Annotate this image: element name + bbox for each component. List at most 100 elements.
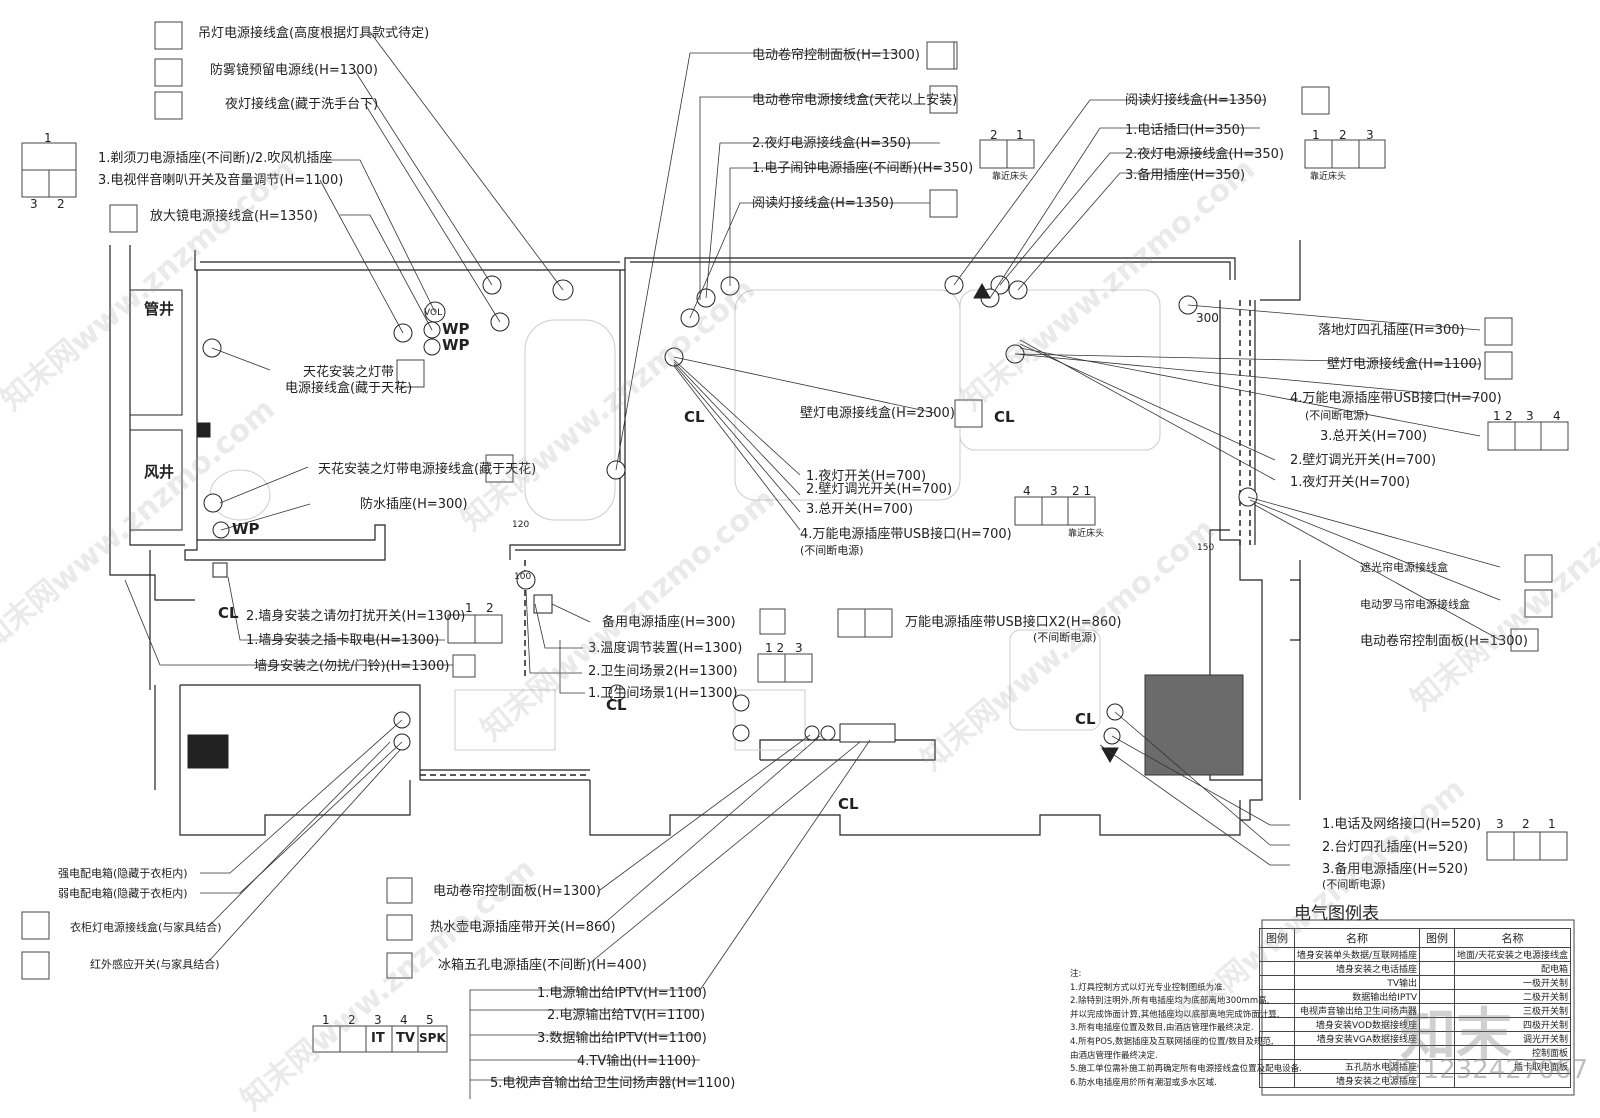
walls: [109, 240, 1301, 836]
label-desk-lamp-socket: 2.台灯四孔插座(H=520): [1322, 840, 1469, 855]
brand-watermark: 知末: [1400, 1003, 1512, 1068]
label-wall-lamp-box-2300: 壁灯电源接线盒(H=2300): [800, 406, 955, 421]
center-panel-num-4: 4: [1023, 484, 1031, 498]
legend-row: 墙身安装之电话插座配电箱: [1259, 961, 1572, 976]
desk-panel-num-1: 1: [1548, 817, 1556, 831]
cl-mark-4: CL: [606, 696, 627, 714]
label-thermostat: 3.温度调节装置(H=1300): [588, 641, 743, 656]
label-ups-x2: (不间断电源): [1033, 631, 1097, 644]
tv-panel-code-spk: SPK: [419, 1031, 446, 1045]
wp-mark-1: WP: [442, 320, 470, 338]
label-tv-output: 4.TV输出(H=1100): [577, 1054, 697, 1069]
label-ceiling-light-strip-box-2: 天花安装之灯带电源接线盒(藏于天花): [318, 462, 537, 477]
label-keycard-switch: 1.墙身安装之插卡取电(H=1300): [246, 633, 440, 648]
label-shaver-socket: 1.剃须刀电源插座(不间断)/2.吹风机插座: [98, 151, 333, 166]
label-spare-socket-520: 3.备用电源插座(H=520): [1322, 862, 1469, 877]
label-rolling-curtain-panel-right: 电动卷帘控制面板(H=1300): [1360, 634, 1528, 649]
center-bedside-note: 靠近床头: [1068, 529, 1105, 539]
thermo-panel-num-3: 3: [795, 641, 803, 655]
tv-panel-num-3: 3: [374, 1013, 382, 1027]
tv-panel-code-it: IT: [371, 1031, 385, 1046]
air-shaft-label: 风井: [144, 463, 175, 481]
right-panel-num-2: 2: [1505, 409, 1513, 423]
label-wall-lamp-box: 壁灯电源接线盒(H=1100): [1327, 357, 1482, 372]
label-master-switch-right: 3.总开关(H=700): [1320, 429, 1428, 444]
cl-mark-3: CL: [218, 604, 239, 622]
label-iptv-power: 1.电源输出给IPTV(H=1100): [537, 986, 707, 1001]
shaver-panel-num-3: 3: [30, 197, 38, 211]
image-code: ID:1232427067: [1386, 1055, 1588, 1085]
legend-row: 墙身安装VOD数据接线座四极开关制: [1259, 1017, 1572, 1032]
label-bath-scene-1: 1.卫生间场景1(H=1300): [588, 686, 738, 701]
vol-mark: VOL: [424, 308, 443, 318]
tv-panel-num-2: 2: [348, 1013, 356, 1027]
legend-title: 电气图例表: [1294, 904, 1379, 924]
label-magnifier-box: 放大镜电源接线盒(H=1350): [150, 209, 318, 224]
dim-100: 100: [514, 572, 532, 582]
label-floor-lamp-socket: 落地灯四孔插座(H=300): [1318, 323, 1465, 338]
label-strong-electric-box: 强电配电箱(隐藏于衣柜内): [58, 867, 188, 880]
bedside-left-num-2: 2: [990, 128, 998, 142]
right-panel-num-3: 3: [1526, 409, 1534, 423]
label-ups-520: (不间断电源): [1322, 878, 1386, 891]
legend-row: 五孔防水电源插座插卡取电面板: [1259, 1059, 1572, 1074]
label-master-switch-center: 3.总开关(H=700): [806, 502, 914, 517]
wp-mark-2: WP: [442, 336, 470, 354]
label-reading-light-box: 阅读灯接线盒(H=1350): [752, 196, 894, 211]
tv-panel-num-1: 1: [322, 1013, 330, 1027]
bedside-left-num-1: 1: [1016, 128, 1024, 142]
desk-panel-num-2: 2: [1522, 817, 1530, 831]
label-antifog-mirror: 防雾镜预留电源线(H=1300): [210, 63, 378, 78]
label-ceiling-light-strip: 天花安装之灯带: [303, 365, 395, 380]
dim-150: 150: [1197, 543, 1215, 553]
bedside-left-note: 靠近床头: [992, 172, 1029, 182]
cl-mark-1: CL: [684, 408, 705, 426]
bedside-right-num-2: 2: [1339, 128, 1347, 142]
cl-mark-6: CL: [1075, 710, 1096, 728]
label-dimmer-right: 2.壁灯调光开关(H=700): [1290, 453, 1437, 468]
center-panel-num-21: 2 1: [1072, 484, 1092, 498]
legend-row: 控制面板: [1259, 1045, 1572, 1060]
label-night-light-right: 2.夜灯电源接线盒(H=350): [1125, 147, 1285, 162]
label-usb-socket-x2: 万能电源插座带USB接口X2(H=860): [905, 615, 1122, 630]
label-kettle-socket: 热水壶电源插座带开关(H=860): [430, 920, 616, 935]
right-panel-num-4: 4: [1553, 409, 1561, 423]
label-iptv-data: 3.数据输出给IPTV(H=1100): [537, 1031, 707, 1046]
electric-panel: [187, 734, 229, 769]
label-rolling-curtain-box: 电动卷帘电源接线盒(天花以上安装): [752, 93, 958, 108]
label-dnd-switch: 2.墙身安装之请勿打扰开关(H=1300): [246, 609, 466, 624]
label-waterproof-socket: 防水插座(H=300): [360, 497, 468, 512]
label-weak-electric-box: 弱电配电箱(隐藏于衣柜内): [58, 887, 188, 900]
phone-triangle: [973, 282, 991, 299]
label-night-light-box-350: 2.夜灯电源接线盒(H=350): [752, 136, 912, 151]
label-pendant-lamp-box: 吊灯电源接线盒(高度根据灯具款式待定): [198, 26, 430, 41]
label-night-switch-right: 1.夜灯开关(H=700): [1290, 475, 1411, 490]
label-fridge-socket: 冰箱五孔电源插座(不间断)(H=400): [438, 958, 647, 973]
label-phone-network-jack: 1.电话及网络接口(H=520): [1322, 817, 1482, 832]
dnd-panel-num-2: 2: [486, 601, 494, 615]
wp-mark-3: WP: [232, 520, 260, 538]
legend-head-name-2: 名称: [1453, 928, 1572, 948]
label-rolling-curtain-panel-bottom: 电动卷帘控制面板(H=1300): [433, 884, 601, 899]
label-wardrobe-light-box: 衣柜灯电源接线盒(与家具结合): [70, 921, 222, 934]
label-tv-audio-out: 5.电视声音输出给卫生间扬声器(H=1100): [490, 1076, 736, 1091]
shaver-panel-num-2: 2: [57, 197, 65, 211]
label-spare-socket-right: 3.备用插座(H=350): [1125, 168, 1246, 183]
label-infrared-switch: 红外感应开关(与家具结合): [90, 958, 220, 971]
pipe-shaft-label: 管井: [144, 300, 175, 318]
bedside-right-note: 靠近床头: [1310, 172, 1347, 182]
bedside-right-num-3: 3: [1366, 128, 1374, 142]
air-shaft: [129, 429, 183, 531]
label-dimmer-center: 2.壁灯调光开关(H=700): [806, 482, 953, 497]
design-notes: 注: 1.灯具控制方式以灯光专业控制图纸为准. 2.除特别注明外,所有电插座均为…: [1070, 969, 1302, 1088]
label-bath-scene-2: 2.卫生间场景2(H=1300): [588, 664, 738, 679]
cl-mark-2: CL: [994, 408, 1015, 426]
tv-panel-num-5: 5: [426, 1013, 434, 1027]
tv-panel-code-tv: TV: [396, 1031, 415, 1046]
pipe-shaft: [129, 289, 183, 416]
desk-panel-num-3: 3: [1496, 817, 1504, 831]
label-phone-jack: 1.电话插口(H=350): [1125, 123, 1246, 138]
label-night-switch-center: 1.夜灯开关(H=700): [806, 469, 927, 484]
thermo-panel-num-12: 1 2: [765, 641, 785, 655]
